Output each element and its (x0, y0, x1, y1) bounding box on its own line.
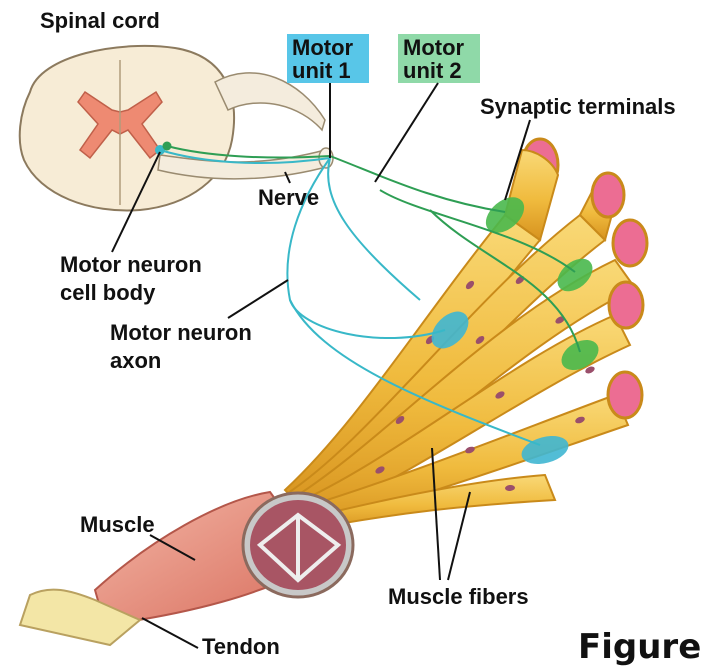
label-motor-neuron-cell-body-1: Motor neuron (60, 252, 202, 277)
tendon-pointer (142, 618, 198, 648)
label-synaptic-terminals: Synaptic terminals (480, 94, 676, 119)
label-motor-unit-2-line2: unit 2 (403, 58, 462, 83)
label-motor-unit-2-line1: Motor (403, 35, 465, 60)
label-motor-neuron-axon-1: Motor neuron (110, 320, 252, 345)
axon-pointer (228, 280, 288, 318)
label-tendon: Tendon (202, 634, 280, 659)
label-muscle-fibers: Muscle fibers (388, 584, 529, 609)
label-muscle: Muscle (80, 512, 155, 537)
label-spinal-cord: Spinal cord (40, 8, 160, 33)
muscle-fibers (285, 139, 647, 530)
label-nerve: Nerve (258, 185, 319, 210)
label-motor-unit-1-line2: unit 1 (292, 58, 351, 83)
label-figure: Figure (578, 627, 701, 667)
label-motor-neuron-cell-body-2: cell body (60, 280, 156, 305)
label-motor-unit-1-line1: Motor (292, 35, 354, 60)
label-motor-neuron-axon-2: axon (110, 348, 161, 373)
motor-unit-2-pointer (375, 83, 438, 182)
